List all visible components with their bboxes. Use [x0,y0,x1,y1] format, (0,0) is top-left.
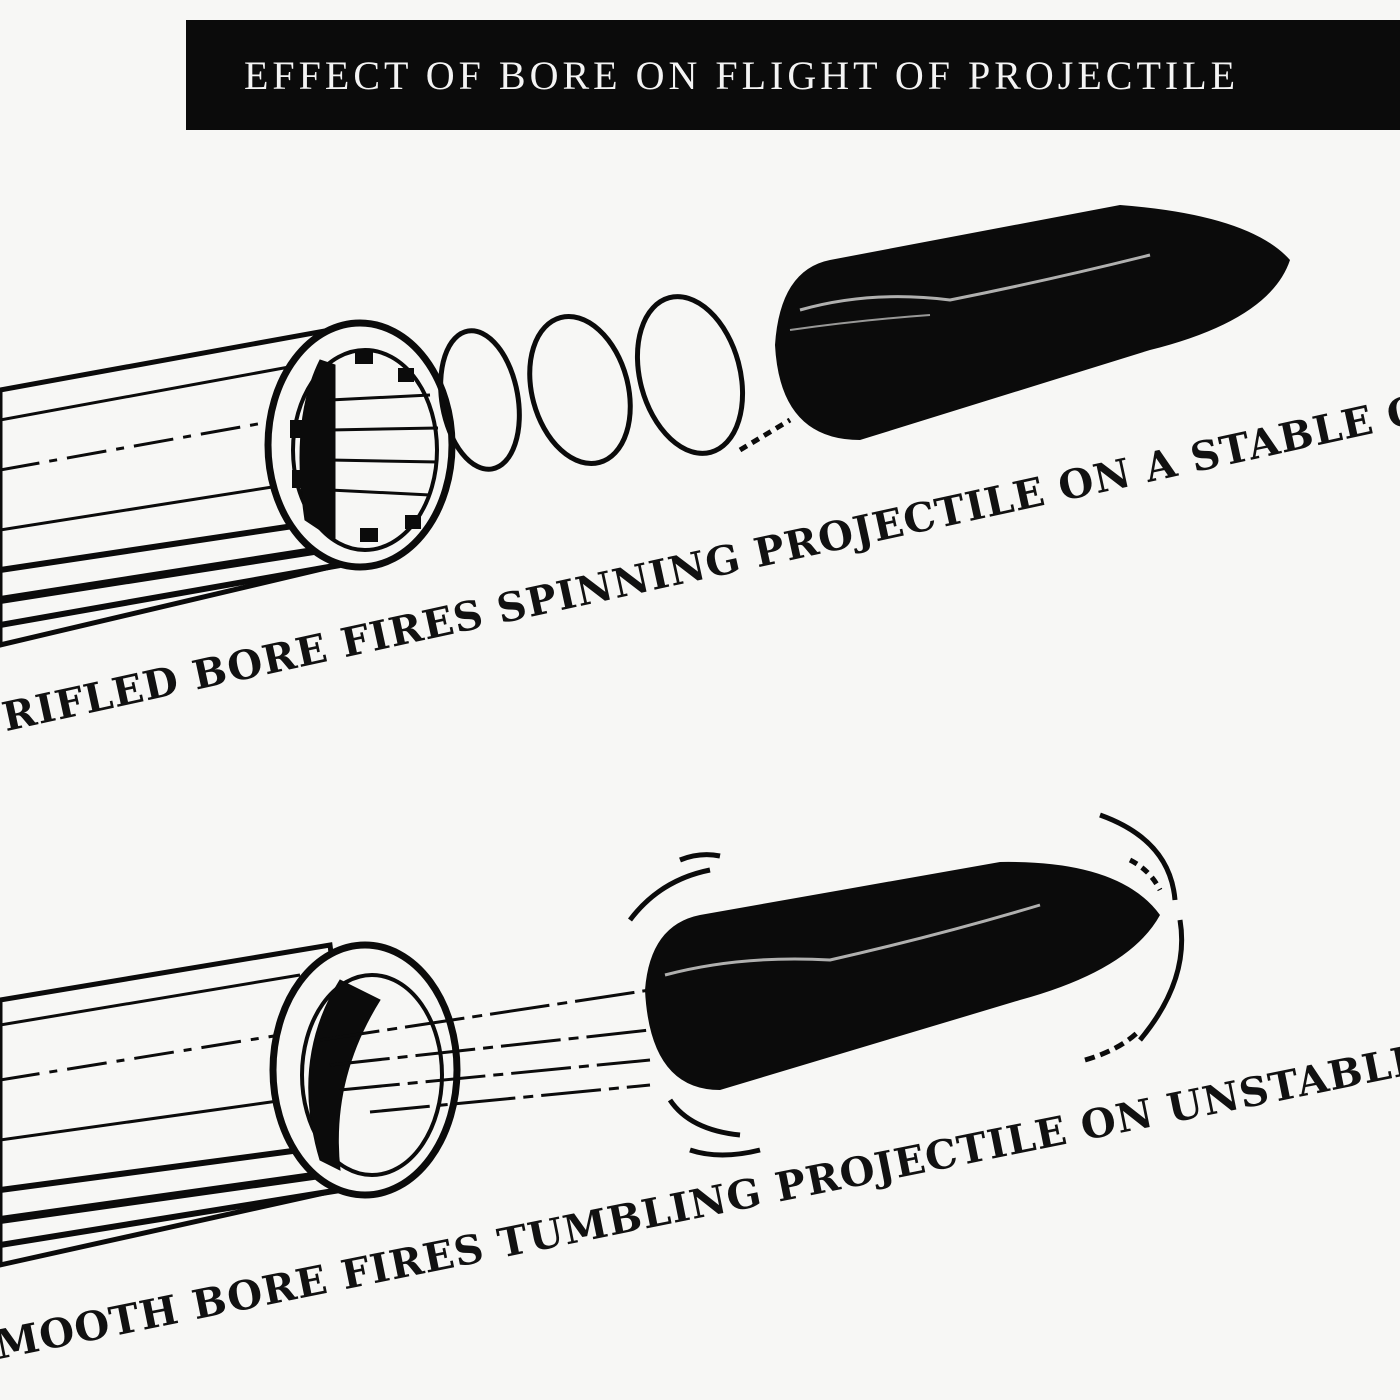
tumbling-projectile [628,812,1185,1158]
spin-spiral [438,294,792,472]
wobble-lines [628,812,1185,1158]
spinning-projectile [775,205,1290,440]
title: EFFECT OF BORE ON FLIGHT OF PROJECTILE [244,52,1240,98]
bore-shadow [308,979,381,1171]
title-banner: EFFECT OF BORE ON FLIGHT OF PROJECTILE [186,20,1400,130]
smooth-barrel [0,941,651,1268]
bore-shadow [299,359,336,541]
rifled-barrel [0,319,456,648]
rifling-lands [290,350,421,542]
